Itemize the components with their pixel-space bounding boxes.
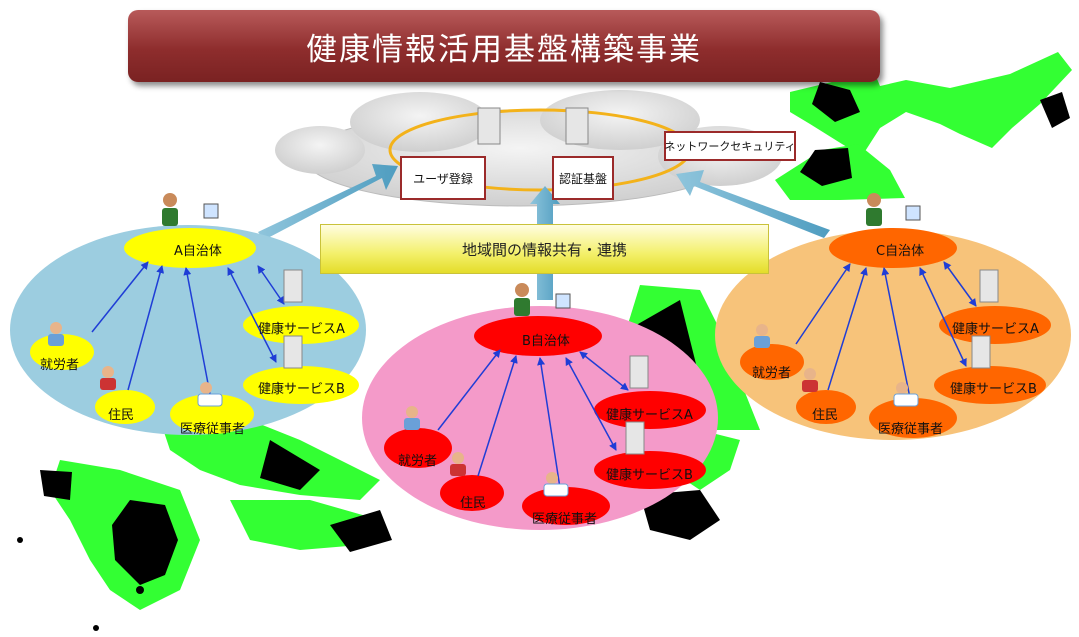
region-b-service-b-label: 健康サービスB — [606, 468, 693, 483]
region-c-hub-label: C自治体 — [876, 244, 925, 259]
region-c-service-b-label: 健康サービスB — [950, 382, 1037, 397]
cloud-servers — [477, 107, 589, 145]
kyushu-dark-2 — [40, 470, 72, 500]
service-servers — [283, 269, 999, 455]
arrows-b — [437, 349, 629, 489]
region-c-medical-label: 医療従事者 — [878, 422, 944, 437]
region-a-medical-label: 医療従事者 — [180, 422, 246, 437]
person-icon-b-hub — [514, 283, 571, 316]
shikoku-dark — [330, 510, 392, 552]
user-registration-box: ユーザ登録 — [400, 156, 486, 200]
region-a-residents-label: 住民 — [108, 408, 135, 423]
region-c-residents-label: 住民 — [812, 408, 839, 423]
arrows-c — [795, 261, 977, 399]
region-a-workers-label: 就労者 — [40, 358, 80, 373]
hokkaido-dark-2 — [1040, 92, 1070, 128]
medical-icon-b — [543, 472, 569, 497]
tohoku-dark — [800, 148, 852, 186]
resident-icon-b — [450, 452, 466, 476]
region-a-hub-label: A自治体 — [174, 244, 222, 259]
arrow-a-to-cloud — [258, 164, 398, 240]
person-icons — [48, 193, 921, 497]
person-icon-a-hub — [162, 193, 219, 226]
arrows-a — [91, 261, 285, 395]
person-icon-c-hub — [866, 193, 921, 226]
chugoku-dark — [260, 440, 320, 490]
info-sharing-banner: 地域間の情報共有・連携 — [320, 224, 769, 274]
region-b-service-a-label: 健康サービスA — [606, 408, 693, 423]
network-security-box: ネットワークセキュリティ — [664, 131, 796, 161]
region-b-medical-label: 医療従事者 — [532, 512, 598, 527]
region-a-service-a-label: 健康サービスA — [258, 322, 345, 337]
medical-icon-c — [893, 382, 919, 407]
arrow-c-to-cloud — [676, 170, 830, 238]
region-c-service-a-label: 健康サービスA — [952, 322, 1039, 337]
kinki-dark — [640, 490, 720, 540]
worker-icon-a — [48, 322, 64, 346]
resident-icon-c — [802, 368, 818, 392]
region-a-service-b-label: 健康サービスB — [258, 382, 345, 397]
region-c-workers-label: 就労者 — [752, 366, 792, 381]
worker-icon-c — [754, 324, 770, 348]
page-title: 健康情報活用基盤構築事業 — [128, 10, 880, 82]
hokkaido-dark — [812, 82, 860, 122]
medical-icon-a — [197, 382, 223, 407]
worker-icon-b — [404, 406, 420, 430]
region-b-hub-label: B自治体 — [522, 334, 570, 349]
kyushu-dark — [112, 500, 178, 585]
region-b-residents-label: 住民 — [460, 496, 487, 511]
resident-icon-a — [100, 366, 116, 390]
region-b-workers-label: 就労者 — [398, 454, 438, 469]
auth-platform-box: 認証基盤 — [552, 156, 614, 200]
